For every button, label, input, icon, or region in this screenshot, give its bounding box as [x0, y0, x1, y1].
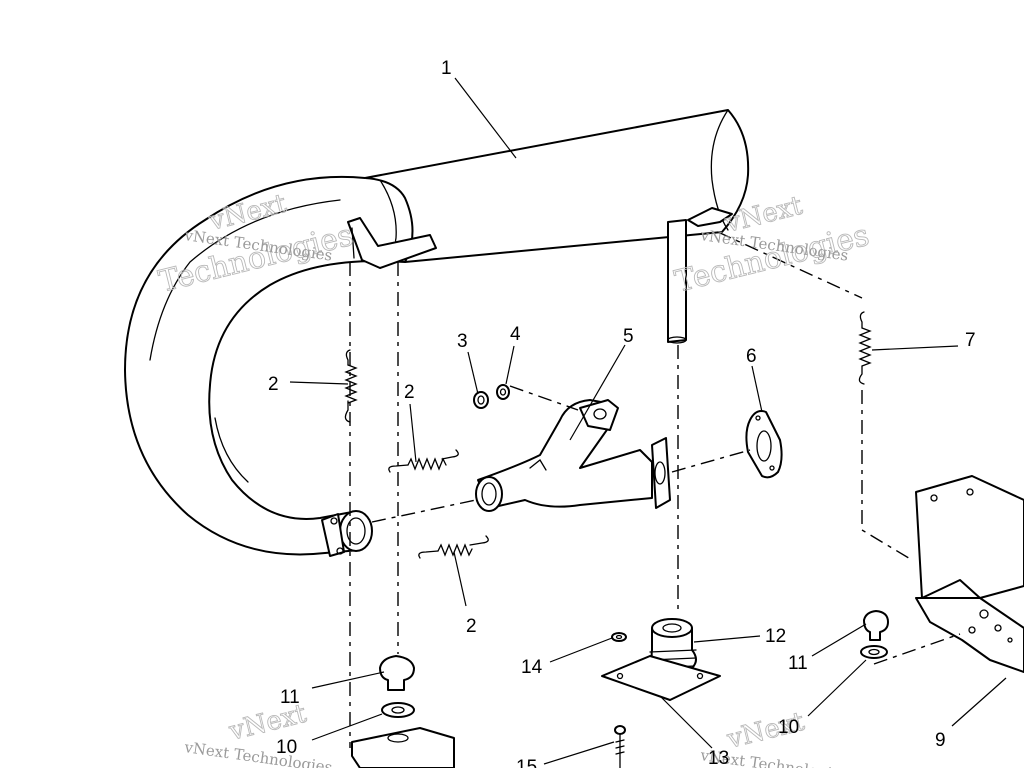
washer-right	[860, 645, 888, 659]
callout-13: 13	[708, 748, 729, 768]
callout-1: 1	[441, 58, 452, 79]
spring-lower	[418, 535, 489, 559]
spring-middle	[388, 449, 459, 473]
muffler-pipe	[124, 175, 406, 556]
callout-6: 6	[746, 346, 757, 367]
callout-7: 7	[965, 330, 976, 351]
muffler-assembly	[124, 109, 750, 557]
frame-bracket-left	[351, 727, 455, 768]
callout-10-right: 10	[778, 717, 799, 738]
alignment-lines	[349, 231, 961, 748]
watermark-small-c: vNext Technologies	[182, 738, 333, 768]
bolt	[614, 725, 626, 768]
callout-3: 3	[457, 331, 468, 352]
callout-labels: 1 2 2 2 3 4 5 6 7 9 10 10 11 11 12 13 14…	[268, 58, 976, 768]
leader-lines	[289, 77, 1007, 765]
callout-9: 9	[935, 730, 946, 751]
muffler-left-bracket	[347, 217, 437, 269]
spring-left-vertical	[344, 349, 358, 423]
washer	[496, 384, 510, 400]
callout-2-lower: 2	[466, 616, 477, 637]
callout-5: 5	[623, 326, 634, 347]
callout-12: 12	[765, 626, 786, 647]
y-pipe	[475, 399, 671, 512]
pipe-outlet	[339, 510, 373, 552]
muffler-right-bracket	[687, 207, 733, 227]
small-washer	[611, 632, 627, 642]
callout-2-middle: 2	[404, 382, 415, 403]
rubber-bumper-left	[379, 655, 415, 691]
callout-15: 15	[516, 757, 537, 768]
callout-11-left: 11	[280, 687, 300, 708]
washer-left	[381, 702, 415, 718]
callout-4: 4	[510, 324, 521, 345]
gasket	[745, 410, 783, 479]
y-pipe-inlet	[475, 476, 503, 512]
callout-14: 14	[521, 657, 543, 678]
callout-10-left: 10	[276, 737, 297, 758]
nut	[473, 391, 489, 409]
base-plate	[601, 655, 721, 701]
spring-right-vertical	[858, 311, 872, 385]
callout-11-right: 11	[788, 653, 808, 674]
muffler-canister	[364, 109, 750, 263]
mounting-bracket	[915, 475, 1024, 673]
callout-2-left: 2	[268, 374, 279, 395]
rubber-bumper-right	[863, 610, 889, 641]
y-pipe-side-flange	[651, 437, 671, 509]
